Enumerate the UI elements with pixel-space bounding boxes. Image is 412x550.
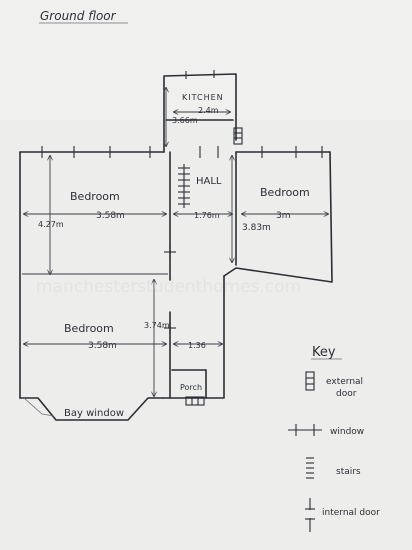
key-label-window: window xyxy=(330,427,364,437)
key-label-external-door-2: door xyxy=(336,389,357,399)
dim-bedroom-1-width: 3.58m xyxy=(96,211,125,221)
walls xyxy=(19,73,333,421)
dim-kitchen-width: 2.4m xyxy=(198,106,219,115)
key-label-stairs: stairs xyxy=(336,467,361,477)
kitchen-external-door xyxy=(233,127,243,145)
key-legend: Key external door window stairs xyxy=(288,345,380,532)
label-hall: HALL xyxy=(196,176,222,187)
dim-bedroom-3-length: 3.74m xyxy=(144,321,170,330)
key-label-external-door-1: external xyxy=(326,377,363,387)
porch-external-door xyxy=(185,396,205,406)
label-bay-window: Bay window xyxy=(64,408,124,419)
window-ticks xyxy=(41,70,323,158)
label-bedroom-1: Bedroom xyxy=(70,190,120,203)
room-labels: KITCHEN HALL Bedroom Bedroom Bedroom Por… xyxy=(64,93,310,419)
dim-porch-width: 1.36 xyxy=(188,341,206,350)
dim-kitchen-length: 3.66m xyxy=(172,116,198,125)
external-door-icon xyxy=(305,371,315,391)
label-kitchen: KITCHEN xyxy=(182,93,224,102)
key-title: Key xyxy=(312,345,336,360)
internal-door-icon xyxy=(305,498,315,532)
label-bedroom-3: Bedroom xyxy=(64,322,114,335)
dimension-lines xyxy=(22,88,328,396)
plan-title: Ground floor xyxy=(40,9,117,23)
dim-bedroom-2-width: 3m xyxy=(276,211,291,221)
label-porch: Porch xyxy=(180,383,202,392)
stairs-icon xyxy=(306,457,314,479)
dimension-labels: 2.4m 3.66m 3.58m 4.27m 1.76m 3m 3.83m 3.… xyxy=(38,106,291,351)
dim-bedroom-2-length: 3.83m xyxy=(242,223,271,233)
dim-bedroom-1-length: 4.27m xyxy=(38,220,64,229)
dim-hall-width: 1.76m xyxy=(194,211,220,220)
key-label-internal-door: internal door xyxy=(322,508,380,518)
hall-stairs xyxy=(178,164,190,208)
label-bedroom-2: Bedroom xyxy=(260,186,310,199)
watermark: manchesterstudenthomes.com xyxy=(36,277,301,297)
dim-bedroom-3-width: 3.58m xyxy=(88,341,117,351)
window-icon xyxy=(288,424,322,436)
